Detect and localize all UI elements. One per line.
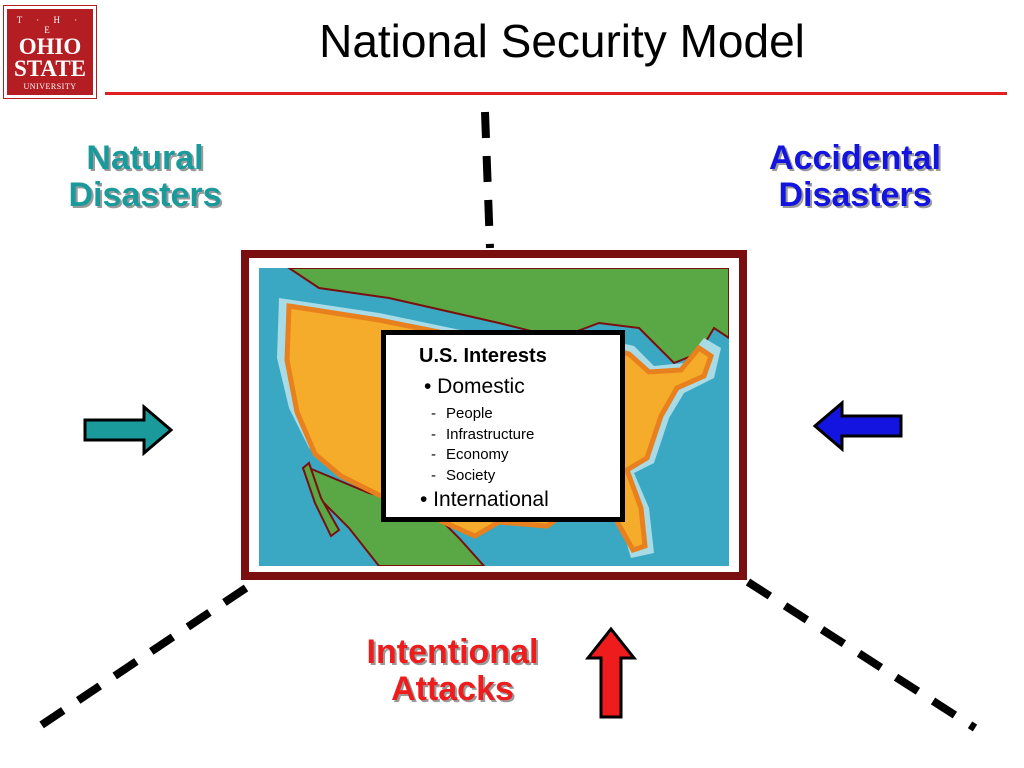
dashed-line-right: [745, 578, 978, 732]
domestic-bullet: • Domestic: [424, 375, 525, 398]
accidental-disasters-label: Accidental Disasters: [740, 140, 970, 214]
logo-line-the: T · H · E: [16, 15, 84, 35]
natural-line-1: Natural: [86, 139, 204, 177]
title-rule: [105, 92, 1007, 95]
arrow-left-icon: [812, 400, 903, 452]
ohio-state-logo: T · H · E OHIO STATE UNIVERSITY: [3, 5, 97, 99]
natural-line-2: Disasters: [68, 176, 222, 214]
us-interests-box: U.S. Interests • Domestic People Infrast…: [381, 330, 625, 522]
domestic-item-infrastructure: Infrastructure: [431, 426, 534, 443]
domestic-item-people: People: [431, 405, 493, 422]
international-bullet: • International: [420, 488, 549, 511]
arrow-up-icon: [585, 626, 637, 719]
domestic-item-society: Society: [431, 467, 495, 484]
natural-disasters-label: Natural Disasters: [45, 140, 245, 214]
intentional-attacks-label: Intentional Attacks: [335, 634, 570, 708]
interests-title: U.S. Interests: [419, 345, 547, 367]
accidental-line-1: Accidental: [769, 139, 941, 177]
intentional-line-2: Attacks: [391, 670, 514, 708]
intentional-line-1: Intentional: [366, 633, 539, 671]
dashed-line-top: [481, 111, 494, 249]
dashed-line-left: [37, 584, 249, 730]
logo-line-state: STATE: [13, 56, 86, 81]
page-title: National Security Model: [319, 15, 805, 67]
logo-line-ohio: OHIO: [18, 34, 82, 59]
arrow-right-icon: [83, 404, 174, 456]
logo-line-university: UNIVERSITY: [23, 82, 77, 91]
accidental-line-2: Disasters: [778, 176, 932, 214]
domestic-item-economy: Economy: [431, 446, 508, 463]
